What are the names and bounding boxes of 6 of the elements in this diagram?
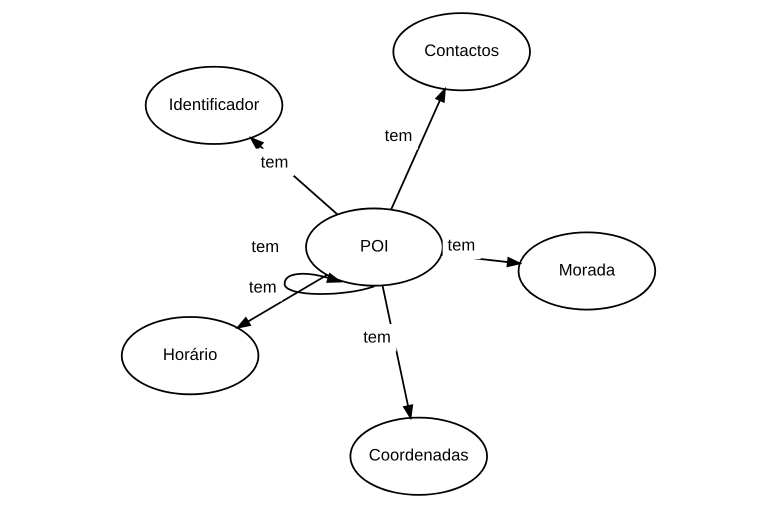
edge-label: tem [384,126,412,145]
edge-label: tem [251,237,280,256]
edge-label: tem [363,328,391,347]
edge-label: tem [447,235,476,254]
edge-label: tem [260,152,288,172]
edge-label: tem [248,278,277,297]
